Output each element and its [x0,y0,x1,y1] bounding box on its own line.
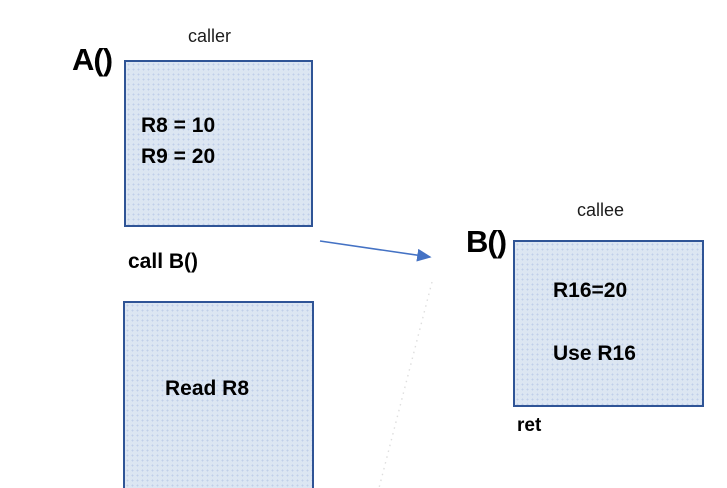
caller-role-label: caller [188,26,232,46]
callee-body-line-2: Use R16 [553,342,636,365]
call-arrow [319,240,432,262]
ret-label: ret [517,415,542,436]
call-b-label: call B() [128,250,199,273]
caller-setup-line-1: R8 = 10 [141,114,216,137]
caller-setup-box: R8 = 10 R9 = 20 [124,60,313,227]
callee-body-line-1: R16=20 [553,279,628,302]
caller-setup-line-2: R9 = 20 [141,145,216,168]
caller-read-line-1: Read R8 [165,377,250,400]
function-a-label: A() [72,42,113,77]
callee-body-box: R16=20 Use R16 [513,240,704,407]
function-b-label: B() [466,224,507,259]
return-dotted-connector [378,281,433,488]
callee-role-label: callee [577,200,625,220]
caller-read-box: Read R8 [123,301,314,488]
